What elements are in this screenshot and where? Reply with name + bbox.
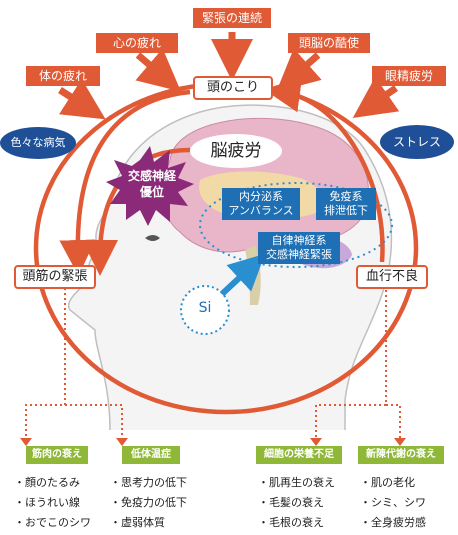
node-poor-circulation: 血行不良 [356,265,428,289]
cause-arrow-5 [352,76,400,118]
list-item: ほうれい線 [14,493,91,513]
cause-arrow-2 [135,48,181,92]
cause-mind-fatigue: 心の疲れ [96,33,178,53]
outcome-metabolism-decline: 新陳代謝の衰え [358,446,444,464]
sympathetic-label: 交感神経 優位 [127,169,176,199]
list-item: 虚弱体質 [110,513,187,533]
list-item: 肌の老化 [360,473,426,493]
brain-fatigue-label: 脳疲労 [192,136,280,166]
list-item: 肌再生の衰え [258,473,335,493]
outcome-list-3: 肌再生の衰え 毛髪の衰え 毛根の衰え [258,473,335,533]
list-item: おでこのシワ [14,513,91,533]
box-immune: 免疫系 排泄低下 [316,188,376,220]
list-item: 毛根の衰え [258,513,335,533]
node-scalp-tension: 頭筋の緊張 [14,265,96,289]
connector-tip-2 [116,438,128,446]
outcome-muscle-decline: 筋肉の衰え [26,446,88,464]
bubble-stress: ストレス [380,125,454,159]
system-dotted-ellipse [199,182,393,268]
list-item: 顔のたるみ [14,473,91,493]
list-item: 思考力の低下 [110,473,187,493]
list-item: 免疫力の低下 [110,493,187,513]
list-item: 毛髪の衰え [258,493,335,513]
connector-tip-1 [20,438,32,446]
cause-continuous-tension: 緊張の連続 [193,8,271,28]
cause-brain-overuse: 頭脳の酷使 [288,33,370,53]
bubble-various-diseases: 色々な病気 [0,127,76,159]
connector-right [315,290,401,440]
node-head-stiffness: 頭のこり [193,76,273,100]
cause-eye-strain: 眼精疲労 [372,66,446,86]
outcome-list-4: 肌の老化 シミ、シワ 全身疲労感 [360,473,426,533]
outcome-hypothermia: 低体温症 [122,446,180,464]
si-circle [180,285,230,335]
box-autonomic: 自律神経系 交感神経緊張 [258,232,340,264]
inner-arrow-left [59,89,191,276]
connector-left [25,288,123,440]
cause-body-fatigue: 体の疲れ [26,66,100,86]
eye-shape [145,235,160,241]
sympathetic-starburst [106,146,194,226]
list-item: シミ、シワ [360,493,426,513]
connector-tip-3 [310,438,322,446]
si-arrow [219,253,266,297]
connector-tip-4 [394,438,406,446]
outcome-cell-nutrition: 細胞の栄養不足 [256,446,342,464]
box-endocrine: 内分泌系 アンバランス [222,188,300,220]
cause-arrow-1 [58,78,106,120]
list-item: 全身疲労感 [360,513,426,533]
cause-arrow-4 [276,48,322,92]
si-label: Si [198,300,212,316]
outcome-list-1: 顔のたるみ ほうれい線 おでこのシワ [14,473,91,533]
inner-arrow-right [264,76,385,263]
outcome-list-2: 思考力の低下 免疫力の低下 虚弱体質 [110,473,187,533]
